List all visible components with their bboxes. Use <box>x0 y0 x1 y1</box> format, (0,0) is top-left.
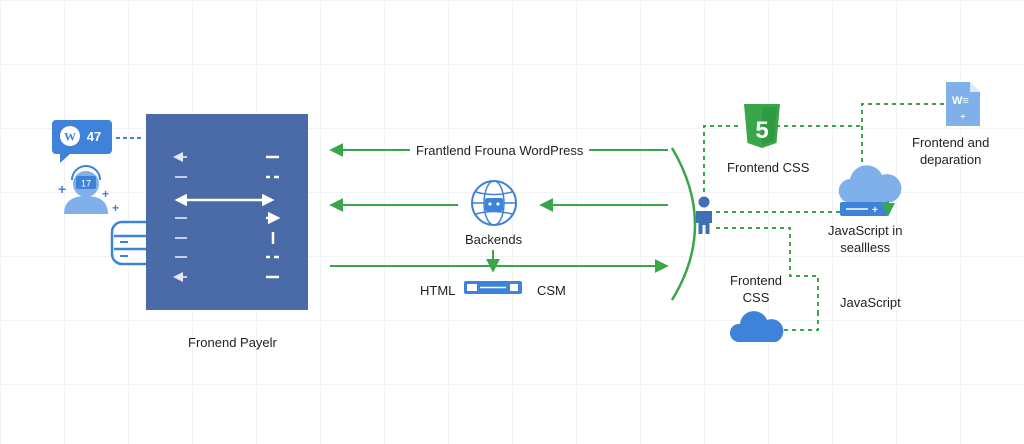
html5-icon: 5 <box>744 104 780 148</box>
label-csm: CSM <box>537 283 566 298</box>
svg-text:+: + <box>960 112 966 123</box>
flow-arrows <box>329 143 697 301</box>
dotted-connectors <box>703 103 946 331</box>
label-javascript-in-seallless: JavaScript in seallless <box>828 223 903 255</box>
connector-person-html5 <box>703 125 742 192</box>
label-javascript: JavaScript <box>840 295 901 310</box>
avatar-badge: 17 <box>81 179 91 189</box>
document-letters: W≡ <box>952 95 969 107</box>
globe-server-icon <box>471 180 517 226</box>
wordpress-badge-icon: W 47 <box>52 120 112 163</box>
connector-js-cloud <box>780 312 819 331</box>
connector-cloud-doc <box>861 103 946 170</box>
html5-digit: 5 <box>755 117 768 144</box>
cloud-icon <box>729 311 784 342</box>
badge-count: 47 <box>87 129 101 144</box>
cloud-server-icon: + <box>838 165 902 217</box>
frontend-panel <box>146 114 308 310</box>
label-frontend-wordpress: Frantlend Frouna WordPress <box>410 142 590 159</box>
wordpress-letter: W <box>64 130 76 144</box>
label-html: HTML <box>420 283 456 298</box>
curved-bracket <box>670 147 697 301</box>
panel-label: Fronend Payelr <box>188 335 277 350</box>
svg-text:+: + <box>872 205 878 216</box>
person-icon <box>696 196 712 234</box>
svg-text:+: + <box>102 187 109 201</box>
user-avatar-icon: 17 + + + <box>58 165 119 215</box>
svg-text:+: + <box>58 181 66 197</box>
label-backends: Backends <box>465 232 523 247</box>
label-frontend-css-top: Frontend CSS <box>727 160 810 175</box>
label-frontend-css-bottom: Frontend CSS <box>730 273 783 305</box>
label-frontend-and-deparation: Frontend and deparation <box>912 135 990 167</box>
svg-text:+: + <box>112 201 119 215</box>
connector-person-js <box>716 227 819 312</box>
server-bar-icon <box>464 281 522 294</box>
document-icon: W≡ + <box>946 82 980 126</box>
